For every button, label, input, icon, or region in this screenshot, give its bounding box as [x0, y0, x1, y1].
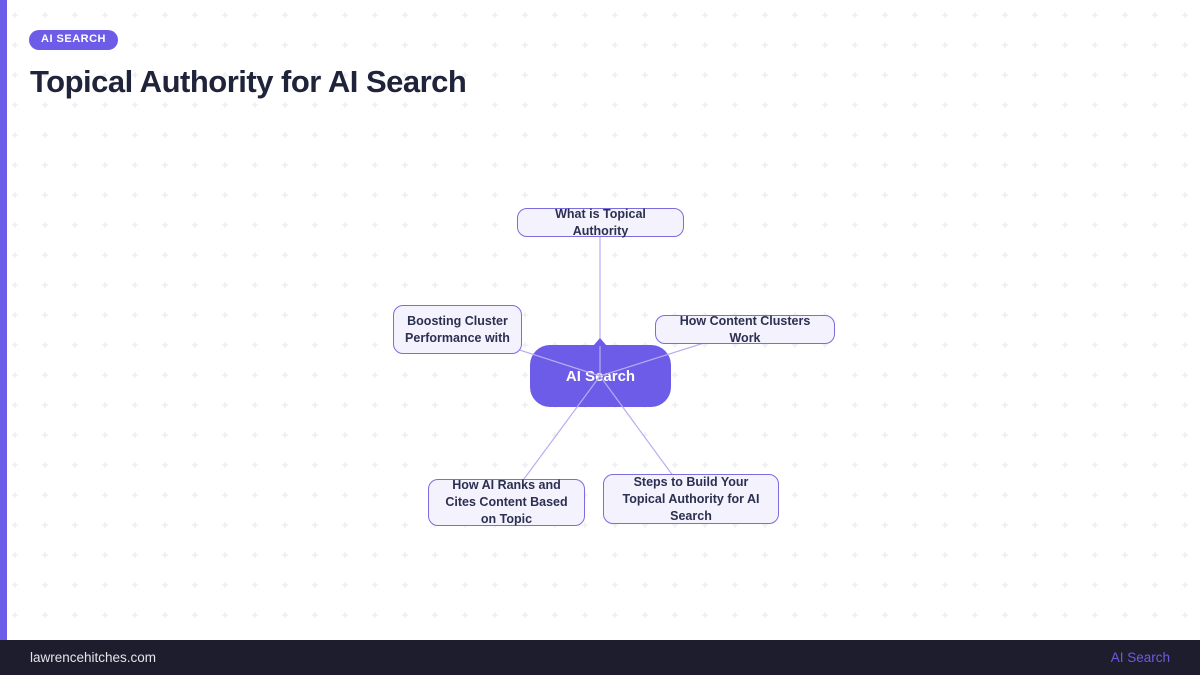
footer-site-link[interactable]: lawrencehitches.com	[30, 650, 157, 665]
node-label: Steps to Build Your Topical Authority fo…	[622, 474, 760, 523]
mindmap-node-steps-to-build-topical-authority[interactable]: Steps to Build Your Topical Authority fo…	[603, 474, 779, 524]
page-title: Topical Authority for AI Search	[30, 64, 467, 99]
node-label: What is Topical Authority	[555, 206, 646, 238]
node-label: How Content Clusters Work	[679, 313, 811, 345]
node-label: Boosting Cluster Performance with	[405, 313, 510, 345]
left-accent-stripe	[0, 0, 7, 640]
node-label: How AI Ranks and Cites Content Based on …	[445, 478, 568, 526]
footer-tag-link[interactable]: AI Search	[1110, 650, 1170, 665]
mindmap-center-node[interactable]: AI Search	[530, 345, 671, 407]
mindmap-node-what-is-topical-authority[interactable]: What is Topical Authority	[517, 206, 684, 238]
mindmap-node-how-ai-ranks-and-cites[interactable]: How AI Ranks and Cites Content Based on …	[428, 478, 585, 526]
category-badge: AI SEARCH	[29, 30, 119, 50]
mindmap-node-how-content-clusters-work[interactable]: How Content Clusters Work	[655, 313, 835, 345]
footer-bar: lawrencehitches.com AI Search	[0, 640, 1200, 675]
center-node-label: AI Search	[565, 367, 636, 385]
header: AI SEARCH Topical Authority for AI Searc…	[29, 29, 467, 100]
mindmap-node-boosting-cluster-performance[interactable]: Boosting Cluster Performance with	[393, 305, 522, 354]
